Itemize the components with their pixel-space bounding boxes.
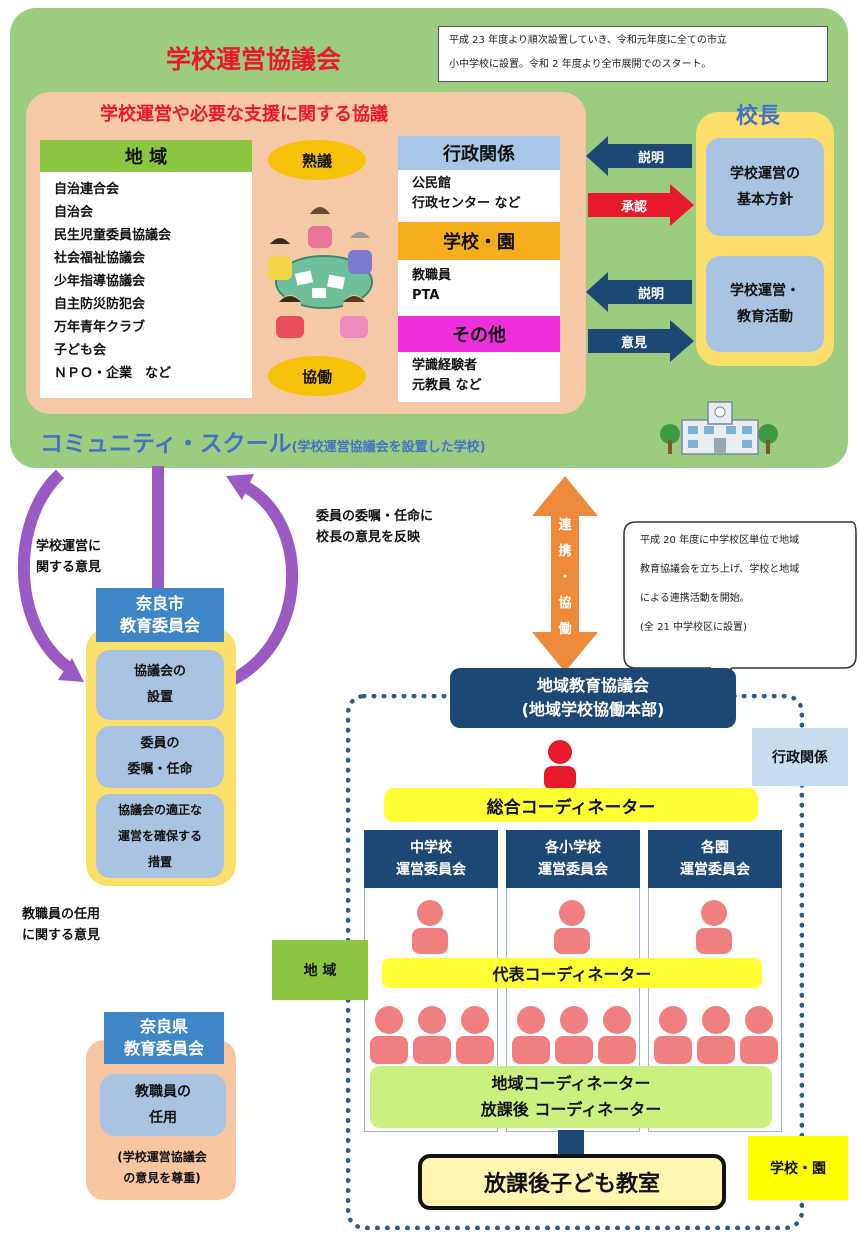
- principal-basic-policy: 学校運営の 基本方針: [706, 138, 824, 236]
- gakko-heading: 学校・園: [398, 222, 560, 260]
- iken-label: 意見: [620, 335, 647, 351]
- gakko-list: 教職員 PTA: [398, 260, 560, 316]
- nara-city-item-sochi: 協議会の適正な 運営を確保する 措置: [96, 794, 224, 878]
- meeting-illustration-icon: [268, 206, 373, 338]
- council-note: 平成 23 年度より順次設置していき、令和元年度に全ての市立 小中学校に設置。令…: [438, 26, 828, 82]
- deliberation-title: 学校運営や必要な支援に関する協議: [100, 104, 388, 125]
- list-item: PTA: [412, 288, 440, 303]
- principal-education-activities: 学校運営・ 教育活動: [706, 256, 824, 352]
- renkei-label: 連 携 ・ 協 働: [558, 518, 572, 637]
- principal-title: 校長: [736, 104, 781, 129]
- person-icon: [544, 740, 576, 790]
- list-item: 自治会: [54, 205, 94, 220]
- nara-pref-note: (学校運営協議会 の意見を尊重): [117, 1150, 207, 1185]
- chiiki-list: 自治連合会 自治会 民生児童委員協議会 社会福祉協議会 少年指導協議会 自主防災…: [40, 172, 252, 398]
- community-school-label: コミュニティ・スクール(学校運営協議会を設置した学校): [40, 431, 486, 457]
- gakko-side-label: 学校・園: [748, 1136, 848, 1200]
- council-title: 学校運営協議会: [166, 45, 342, 74]
- person-group-icon: [512, 1006, 636, 1064]
- houkago-classroom-box: 放課後子ども教室: [418, 1154, 726, 1210]
- list-item: 行政センター など: [412, 196, 521, 211]
- left-purple-label: 学校運営に 関する意見: [36, 539, 102, 575]
- list-item: 自主防災防犯会: [54, 297, 146, 312]
- kyodo-oval: 協働: [268, 356, 366, 396]
- nara-pref-title: 奈良県 教育委員会: [104, 1012, 224, 1064]
- setsumei-left-arrow-icon-2: [586, 272, 692, 312]
- connector-bar: [558, 1130, 584, 1158]
- committee-chugakko-header: 中学校 運営委員会: [364, 830, 498, 888]
- setsumei-left-arrow-icon: [586, 136, 692, 176]
- person-icon: [412, 900, 448, 954]
- jukugi-oval: 熟議: [268, 140, 366, 180]
- down-purple-label: 教職員の任用 に関する意見: [22, 907, 101, 943]
- sonota-list: 学識経験者 元教員 など: [398, 352, 560, 402]
- nara-city-title: 奈良市 教育委員会: [96, 588, 224, 642]
- list-item: 教職員: [412, 268, 452, 283]
- iken-right-arrow-icon: [588, 320, 694, 362]
- renkei-double-arrow-icon: [532, 476, 598, 672]
- chiiki-coordinator-bar: 地域コーディネーター 放課後 コーディネーター: [370, 1066, 772, 1128]
- person-icon: [554, 900, 590, 954]
- person-group-icon: [654, 1006, 778, 1064]
- list-item: 自治連合会: [54, 182, 120, 197]
- sogo-coordinator-bar: 総合コーディネーター: [384, 788, 758, 822]
- nara-city-item-setchi: 協議会の 設置: [96, 650, 224, 720]
- person-icon: [696, 900, 732, 954]
- setsumei-label-1: 説明: [637, 150, 664, 166]
- chiiki-heading: 地 域: [40, 140, 252, 172]
- committee-shogakko-header: 各小学校 運営委員会: [506, 830, 640, 888]
- chiiki-side-label: 地 域: [272, 940, 368, 1000]
- list-item: 元教員 など: [412, 378, 482, 393]
- list-item: 社会福祉協議会: [54, 251, 146, 266]
- list-item: 公民館: [412, 176, 452, 191]
- list-item: 民生児童委員協議会: [54, 228, 172, 243]
- callout-text: 平成 20 年度に中学校区単位で地域 教育協議会を立ち上げ、学校と地域 による連…: [640, 535, 800, 633]
- school-building-icon: [660, 401, 778, 455]
- list-item: 少年指導協議会: [54, 274, 146, 289]
- gyosei-list: 公民館 行政センター など: [398, 170, 560, 222]
- daihyo-coordinator-bar: 代表コーディネーター: [382, 958, 762, 988]
- list-item: 万年青年クラブ: [54, 320, 146, 335]
- list-item: 学識経験者: [412, 358, 478, 373]
- person-group-icon: [370, 1006, 494, 1064]
- right-purple-label: 委員の委嘱・任命に 校長の意見を反映: [316, 509, 434, 545]
- gyosei-side-label: 行政関係: [752, 728, 848, 786]
- committee-en-header: 各園 運営委員会: [648, 830, 782, 888]
- shonin-right-arrow-icon: [588, 184, 694, 226]
- gyosei-heading: 行政関係: [398, 136, 560, 170]
- shonin-label: 承認: [620, 199, 647, 215]
- sonota-heading: その他: [398, 316, 560, 352]
- nara-city-item-ininmei: 委員の 委嘱・任命: [96, 726, 224, 788]
- local-council-title: 地域教育協議会 (地域学校協働本部): [450, 668, 736, 728]
- list-item: ＮＰＯ・企業 など: [54, 366, 172, 381]
- list-item: 子ども会: [54, 343, 107, 358]
- nara-pref-item: 教職員の 任用: [100, 1074, 226, 1136]
- setsumei-label-2: 説明: [637, 286, 664, 302]
